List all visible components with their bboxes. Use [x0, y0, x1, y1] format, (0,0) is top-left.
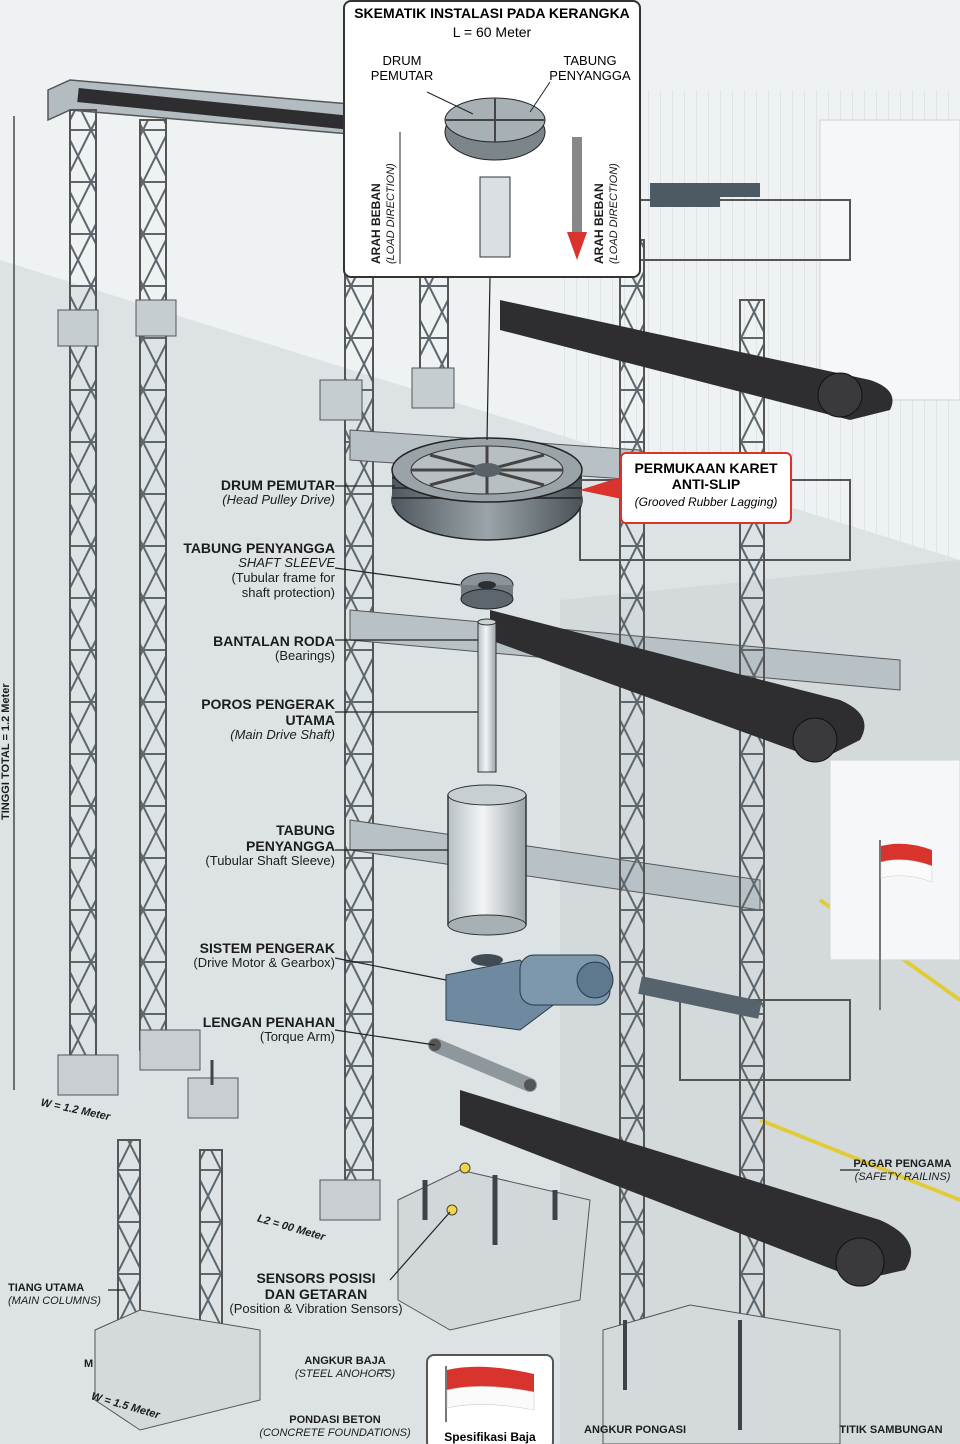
leader-lines — [13, 116, 860, 1371]
label-bearings-note: (Bearings) — [275, 648, 335, 664]
inset-drawing — [399, 81, 587, 264]
bottom-left-foundation — [94, 1139, 261, 1431]
label-sleeve-title2: PENYANGGA — [246, 838, 335, 855]
label-sleeve-note: (Tubular Shaft Sleeve) — [205, 853, 335, 869]
label-drum-title: DRUM PEMUTAR — [220, 477, 335, 493]
dim-m-mark: M — [84, 1358, 94, 1370]
label-anchors-sub: (STEEL ANOHORS) — [294, 1367, 396, 1380]
label-sleeve: TABUNG PENYANGGA (Tubular Shaft Sleeve) — [150, 822, 335, 869]
label-drum-sub: (Head Pulley Drive) — [222, 492, 335, 508]
head-pulley-drum — [391, 437, 583, 541]
label-sleeve-title1: TABUNG — [276, 822, 335, 838]
label-columns: TIANG UTAMA (MAIN COLUMNS) — [8, 1282, 118, 1307]
label-drive-title: SISTEM PENGERAK — [199, 940, 335, 956]
label-anchors-title: ANGKUR BAJA — [304, 1355, 386, 1367]
label-railings-title: PAGAR PENGAMA — [853, 1158, 952, 1170]
callout-subtitle: (Grooved Rubber Lagging) — [634, 495, 778, 510]
label-shaft-title1: POROS PENGERAK — [201, 696, 335, 712]
bottom-right-foundation — [602, 1304, 841, 1444]
inset-tube-label: TABUNG PENYANGGA — [549, 53, 631, 83]
inset-load-left-main: ARAH BEBAN — [369, 183, 383, 264]
label-anchors: ANGKUR BAJA (STEEL ANOHORS) — [270, 1355, 420, 1380]
label-columns-title: TIANG UTAMA — [8, 1282, 85, 1294]
inset-drum-label: DRUM PEMUTAR — [370, 53, 434, 83]
label-sensors: SENSORS POSISI DAN GETARAN (Position & V… — [200, 1270, 432, 1317]
label-sensors-title2: DAN GETARAN — [264, 1286, 368, 1303]
dim-height: TINGGI TOTAL = 1.2 Meter — [0, 683, 12, 820]
tubular-shaft-sleeve — [447, 784, 527, 936]
label-joint: TITIK SAMBUNGAN — [826, 1424, 956, 1437]
label-foundation-sub: (CONCRETE FOUNDATIONS) — [259, 1426, 411, 1439]
label-sensors-title1: SENSORS POSISI — [256, 1270, 376, 1286]
concrete-base-sensors — [397, 1162, 591, 1331]
label-railings: PAGAR PENGAMA (SAFETY RAILINS) — [845, 1158, 960, 1183]
label-sleeve-top-sub: SHAFT SLEEVE — [238, 555, 335, 571]
label-arm-note: (Torque Arm) — [259, 1029, 335, 1045]
label-sleeve-top-note1: (Tubular frame for — [231, 570, 335, 586]
flag-icon — [879, 840, 933, 1010]
label-shaft-sub: (Main Drive Shaft) — [230, 727, 335, 743]
label-arm-title: LENGAN PENAHAN — [202, 1014, 335, 1030]
conveyor-belts — [77, 88, 912, 1287]
label-shaft: POROS PENGERAK UTAMA (Main Drive Shaft) — [150, 696, 335, 743]
label-sensors-note: (Position & Vibration Sensors) — [229, 1301, 403, 1317]
label-railings-sub: (SAFETY RAILINS) — [854, 1170, 951, 1183]
label-bearings: BANTALAN RODA (Bearings) — [150, 633, 335, 664]
inset-subtitle: L = 60 Meter — [452, 24, 532, 40]
label-arm: LENGAN PENAHAN (Torque Arm) — [150, 1014, 335, 1045]
label-foundation: PONDASI BETON (CONCRETE FOUNDATIONS) — [250, 1414, 420, 1439]
label-columns-sub: (MAIN COLUMNS) — [8, 1294, 101, 1307]
label-sleeve-top-note2: shaft protection) — [241, 584, 335, 600]
main-drive-shaft — [477, 618, 497, 773]
spec-card: Spesifikasi Baja — [426, 1354, 554, 1444]
inset-load-left-sub: (LOAD DIRECTION) — [385, 163, 397, 264]
label-bearings-title: BANTALAN RODA — [213, 633, 335, 649]
label-drive-note: (Drive Motor & Gearbox) — [193, 955, 335, 971]
drive-motor-gearbox — [445, 954, 614, 1031]
rubber-lagging-callout: PERMUKAAN KARET ANTI-SLIP (Grooved Rubbe… — [620, 452, 792, 524]
bearing-component — [460, 572, 514, 610]
inset-load-right-sub: (LOAD DIRECTION) — [608, 163, 620, 264]
callout-title-1: PERMUKAAN KARET — [634, 460, 778, 476]
label-sleeve-top-title: TABUNG PENYANGGA — [183, 540, 335, 556]
label-sleeve-top: TABUNG PENYANGGA SHAFT SLEEVE (Tubular f… — [150, 540, 335, 601]
inset-schematic: SKEMATIK INSTALASI PADA KERANGKA L = 60 … — [343, 0, 641, 278]
label-drum: DRUM PEMUTAR (Head Pulley Drive) — [150, 477, 335, 508]
inset-title: SKEMATIK INSTALASI PADA KERANGKA — [354, 5, 630, 21]
inset-load-right-main: ARAH BEBAN — [592, 183, 606, 264]
spec-card-title: Spesifikasi Baja — [444, 1430, 536, 1444]
label-anchor2-title: ANGKUR PONGASI — [584, 1424, 687, 1436]
label-foundation-title: PONDASI BETON — [289, 1414, 381, 1426]
label-anchor2: ANGKUR PONGASI — [584, 1424, 694, 1437]
label-drive: SISTEM PENGERAK (Drive Motor & Gearbox) — [150, 940, 335, 971]
flag-icon — [445, 1366, 535, 1422]
label-joint-title: TITIK SAMBUNGAN — [839, 1424, 943, 1436]
callout-title-2: ANTI-SLIP — [671, 476, 741, 493]
label-shaft-title2: UTAMA — [285, 712, 335, 729]
